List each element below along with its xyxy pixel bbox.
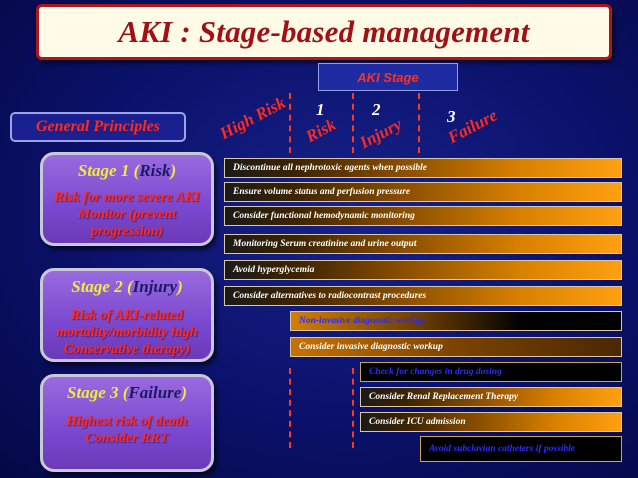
bar-avoid-subclavian: Avoid subclavian catheters if possible: [420, 436, 622, 462]
stage-1-title: Stage 1 (Risk): [43, 161, 211, 181]
stage-number-1: 1: [316, 100, 325, 119]
header-risk: Risk: [302, 114, 340, 147]
stage-2-suffix: ): [177, 277, 183, 296]
bar-label: Non-invasive diagnostic workup: [299, 316, 426, 326]
bar-drug-dosing: Check for changes in drug dosing: [360, 362, 622, 382]
bar-label: Ensure volume status and perfusion press…: [233, 187, 411, 197]
general-principles-label: General Principles: [36, 118, 160, 135]
stage-divider-1: [289, 93, 293, 153]
stage-1-desc-line: progression): [90, 224, 164, 239]
header-high-risk: High Risk: [216, 92, 289, 144]
bar-monitor-creatinine: Monitoring Serum creatinine and urine ou…: [224, 234, 622, 254]
stage-3-description: Highest risk of death Consider RRT: [13, 413, 241, 447]
stage-3-desc-line: Consider RRT: [85, 431, 169, 446]
stage-3-title: Stage 3 (Failure): [43, 383, 211, 403]
stage-1-keyword: Risk: [139, 161, 171, 180]
stage-2-desc-line: mortality/morbidity high: [56, 325, 198, 340]
bar-radiocontrast-alternatives: Consider alternatives to radiocontrast p…: [224, 286, 622, 306]
stage-3-desc-line: Highest risk of death: [66, 414, 188, 429]
bar-invasive-workup: Consider invasive diagnostic workup: [290, 337, 622, 357]
stage-2-keyword: Injury: [132, 277, 178, 296]
bar-label: Consider alternatives to radiocontrast p…: [233, 291, 427, 301]
general-principles-box: General Principles: [10, 112, 186, 142]
stage-1-box: Stage 1 (Risk) Risk for more severe AKI …: [40, 152, 214, 246]
bar-label: Avoid hyperglycemia: [233, 265, 315, 275]
title-banner: AKI : Stage-based management: [36, 4, 612, 60]
bar-label: Consider Renal Replacement Therapy: [369, 392, 519, 402]
aki-stage-label: AKI Stage: [357, 69, 419, 85]
bar-label: Consider invasive diagnostic workup: [299, 342, 443, 352]
bar-hemodynamic-monitoring: Consider functional hemodynamic monitori…: [224, 206, 622, 226]
bar-label: Discontinue all nephrotoxic agents when …: [233, 163, 427, 173]
stage-number-2: 2: [372, 100, 381, 119]
stage-divider-3: [418, 93, 422, 153]
stage-2-desc-line: Risk of AKI-related: [70, 308, 184, 323]
stage-3-keyword: Failure: [128, 383, 182, 402]
stage-3-suffix: ): [181, 383, 187, 402]
stage-1-desc-line: Risk for more severe AKI: [54, 190, 200, 205]
bar-label: Monitoring Serum creatinine and urine ou…: [233, 239, 417, 249]
aki-stage-header: AKI Stage: [318, 63, 458, 91]
bar-renal-replacement: Consider Renal Replacement Therapy: [360, 387, 622, 407]
stage-3-prefix: Stage 3 (: [67, 383, 129, 402]
stage-1-desc-line: Monitor (prevent: [77, 207, 177, 222]
bar-label: Consider functional hemodynamic monitori…: [233, 211, 415, 221]
header-injury: Injury: [356, 114, 405, 153]
stage-2-description: Risk of AKI-related mortality/morbidity …: [5, 307, 249, 358]
stage-2-box: Stage 2 (Injury) Risk of AKI-related mor…: [40, 268, 214, 362]
bar-volume-status: Ensure volume status and perfusion press…: [224, 182, 622, 202]
bar-label: Avoid subclavian catheters if possible: [429, 444, 576, 454]
stage-1-prefix: Stage 1 (: [77, 161, 140, 180]
bar-label: Consider ICU admission: [369, 417, 466, 427]
bar-label: Check for changes in drug dosing: [369, 367, 502, 377]
bar-icu-admission: Consider ICU admission: [360, 412, 622, 432]
stage-2-title: Stage 2 (Injury): [43, 277, 211, 297]
stage-number-3: 3: [447, 107, 456, 126]
stage-divider-1-lower: [289, 368, 293, 448]
stage-1-suffix: ): [170, 161, 177, 180]
bar-noninvasive-workup: Non-invasive diagnostic workup: [290, 311, 622, 331]
stage-2-desc-line: Conservative therapy): [63, 342, 191, 357]
bar-discontinue-nephrotoxic: Discontinue all nephrotoxic agents when …: [224, 158, 622, 178]
stage-3-box: Stage 3 (Failure) Highest risk of death …: [40, 374, 214, 472]
stage-divider-2-lower: [352, 368, 356, 448]
stage-1-description: Risk for more severe AKI Monitor (preven…: [5, 189, 249, 240]
bar-avoid-hyperglycemia: Avoid hyperglycemia: [224, 260, 622, 280]
stage-2-prefix: Stage 2 (: [71, 277, 133, 296]
stage-divider-2: [352, 93, 356, 153]
page-title: AKI : Stage-based management: [118, 14, 530, 49]
